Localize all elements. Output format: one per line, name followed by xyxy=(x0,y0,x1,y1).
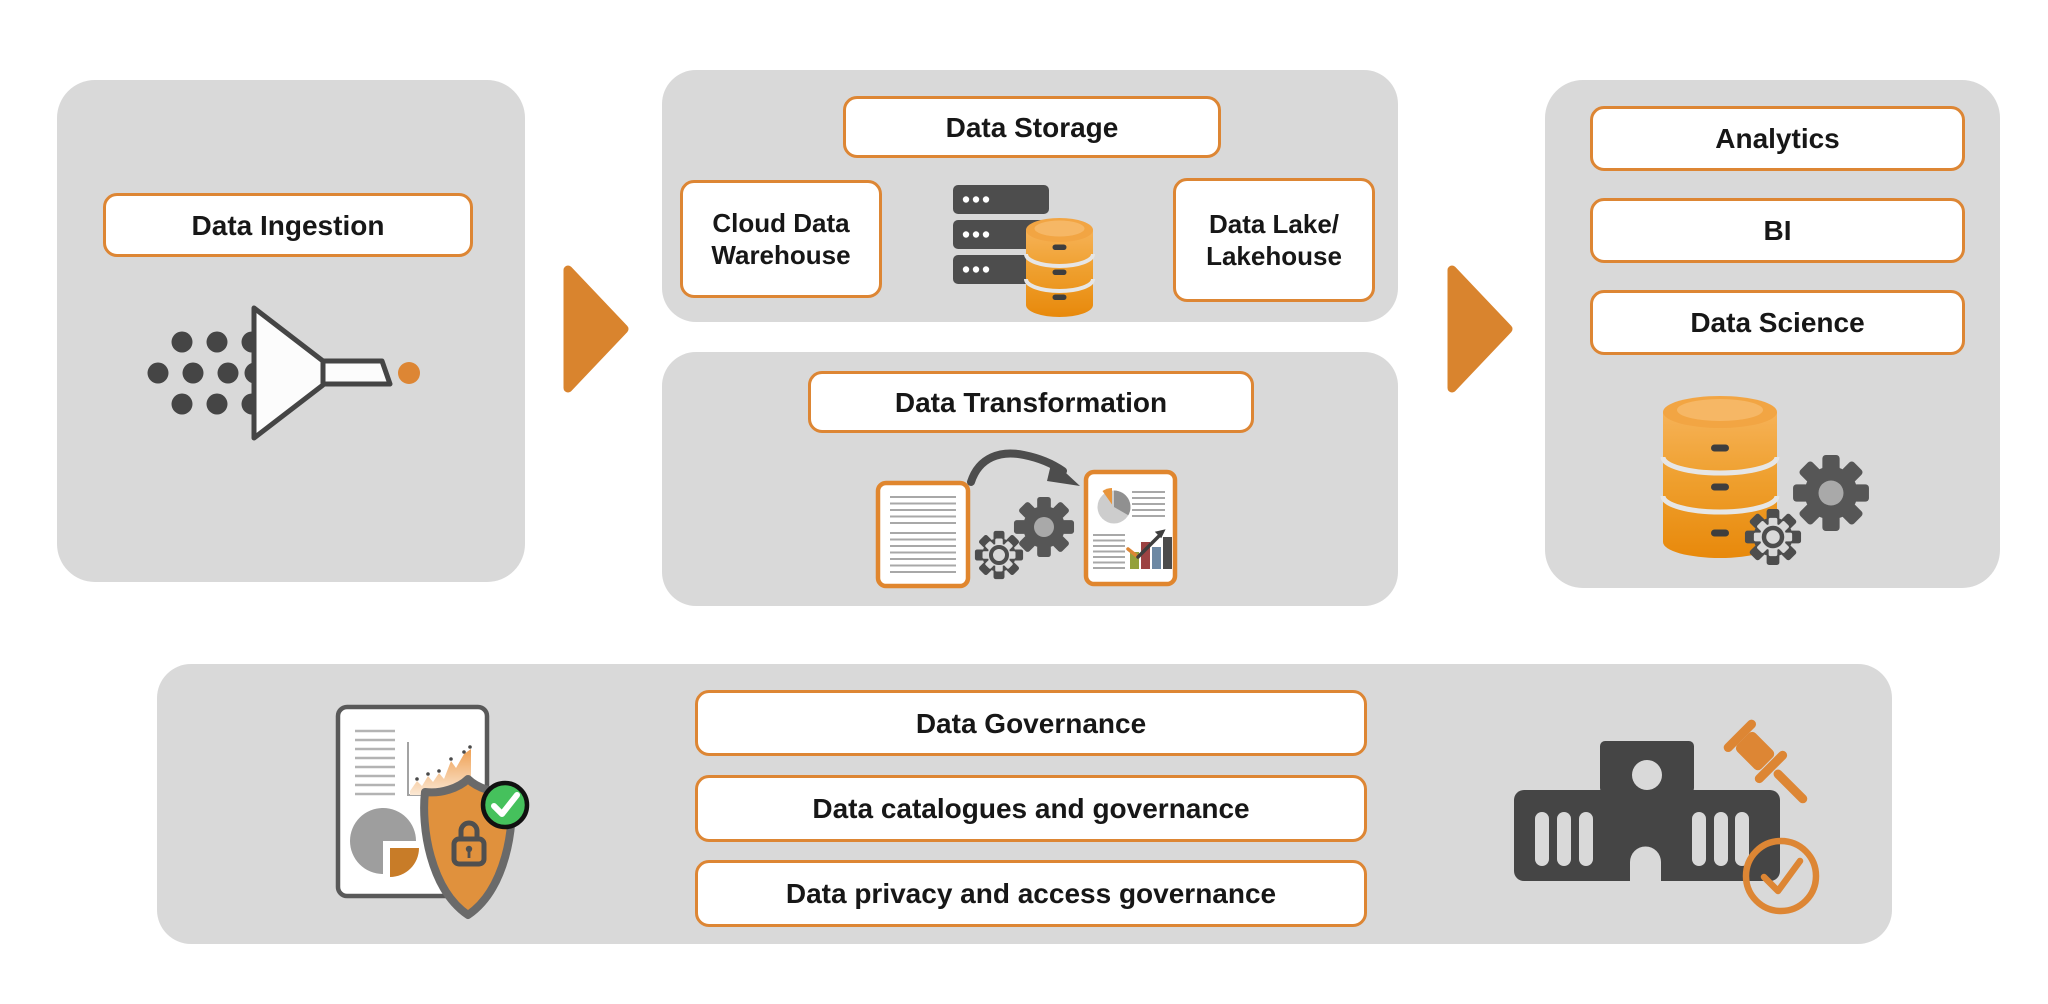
check-circle-icon xyxy=(1742,837,1820,915)
data-dots xyxy=(147,331,266,415)
flow-arrow-icon xyxy=(563,265,629,393)
governance-title: Data Governance xyxy=(695,690,1367,756)
cloud-warehouse-label: Cloud Data Warehouse xyxy=(680,180,882,298)
mini-pie-chart xyxy=(1097,488,1131,524)
flow-arrow-icon xyxy=(1447,265,1513,393)
gear-solid-icon xyxy=(1013,496,1075,558)
gear-solid-icon xyxy=(1793,455,1869,531)
lock-icon xyxy=(451,820,487,867)
ingestion-panel xyxy=(57,80,525,582)
database-cylinder xyxy=(1024,218,1095,317)
data-lake-label: Data Lake/ Lakehouse xyxy=(1173,178,1375,302)
transformation-process-icon xyxy=(875,449,1178,589)
storage-title: Data Storage xyxy=(843,96,1221,158)
governance-privacy-label: Data privacy and access governance xyxy=(695,860,1367,927)
transform-arrow-icon xyxy=(967,449,1080,486)
mini-pie-chart xyxy=(350,808,419,877)
transformation-title: Data Transformation xyxy=(808,371,1254,433)
database-gears-icon xyxy=(1660,396,1869,566)
report-document-icon xyxy=(1083,469,1178,587)
gavel-icon xyxy=(1723,719,1808,804)
database-cylinder xyxy=(1660,396,1780,558)
analytics-label: Analytics xyxy=(1590,106,1965,171)
server-rack xyxy=(953,185,1049,284)
governance-building-icon xyxy=(1514,719,1820,915)
building-icon xyxy=(1514,741,1780,881)
mini-bar-chart xyxy=(1126,529,1172,569)
ingestion-label: Data Ingestion xyxy=(103,193,473,257)
filtered-dot xyxy=(398,362,420,384)
data-science-label: Data Science xyxy=(1590,290,1965,355)
secure-report-shield-icon xyxy=(335,704,530,919)
server-database-icon xyxy=(953,185,1095,317)
funnel-icon xyxy=(147,305,420,441)
gear-outline-icon xyxy=(974,530,1024,580)
check-badge-icon xyxy=(480,780,530,830)
bi-label: BI xyxy=(1590,198,1965,263)
gear-outline-icon xyxy=(1744,508,1802,566)
governance-catalogues-label: Data catalogues and governance xyxy=(695,775,1367,842)
source-document-icon xyxy=(875,480,971,589)
